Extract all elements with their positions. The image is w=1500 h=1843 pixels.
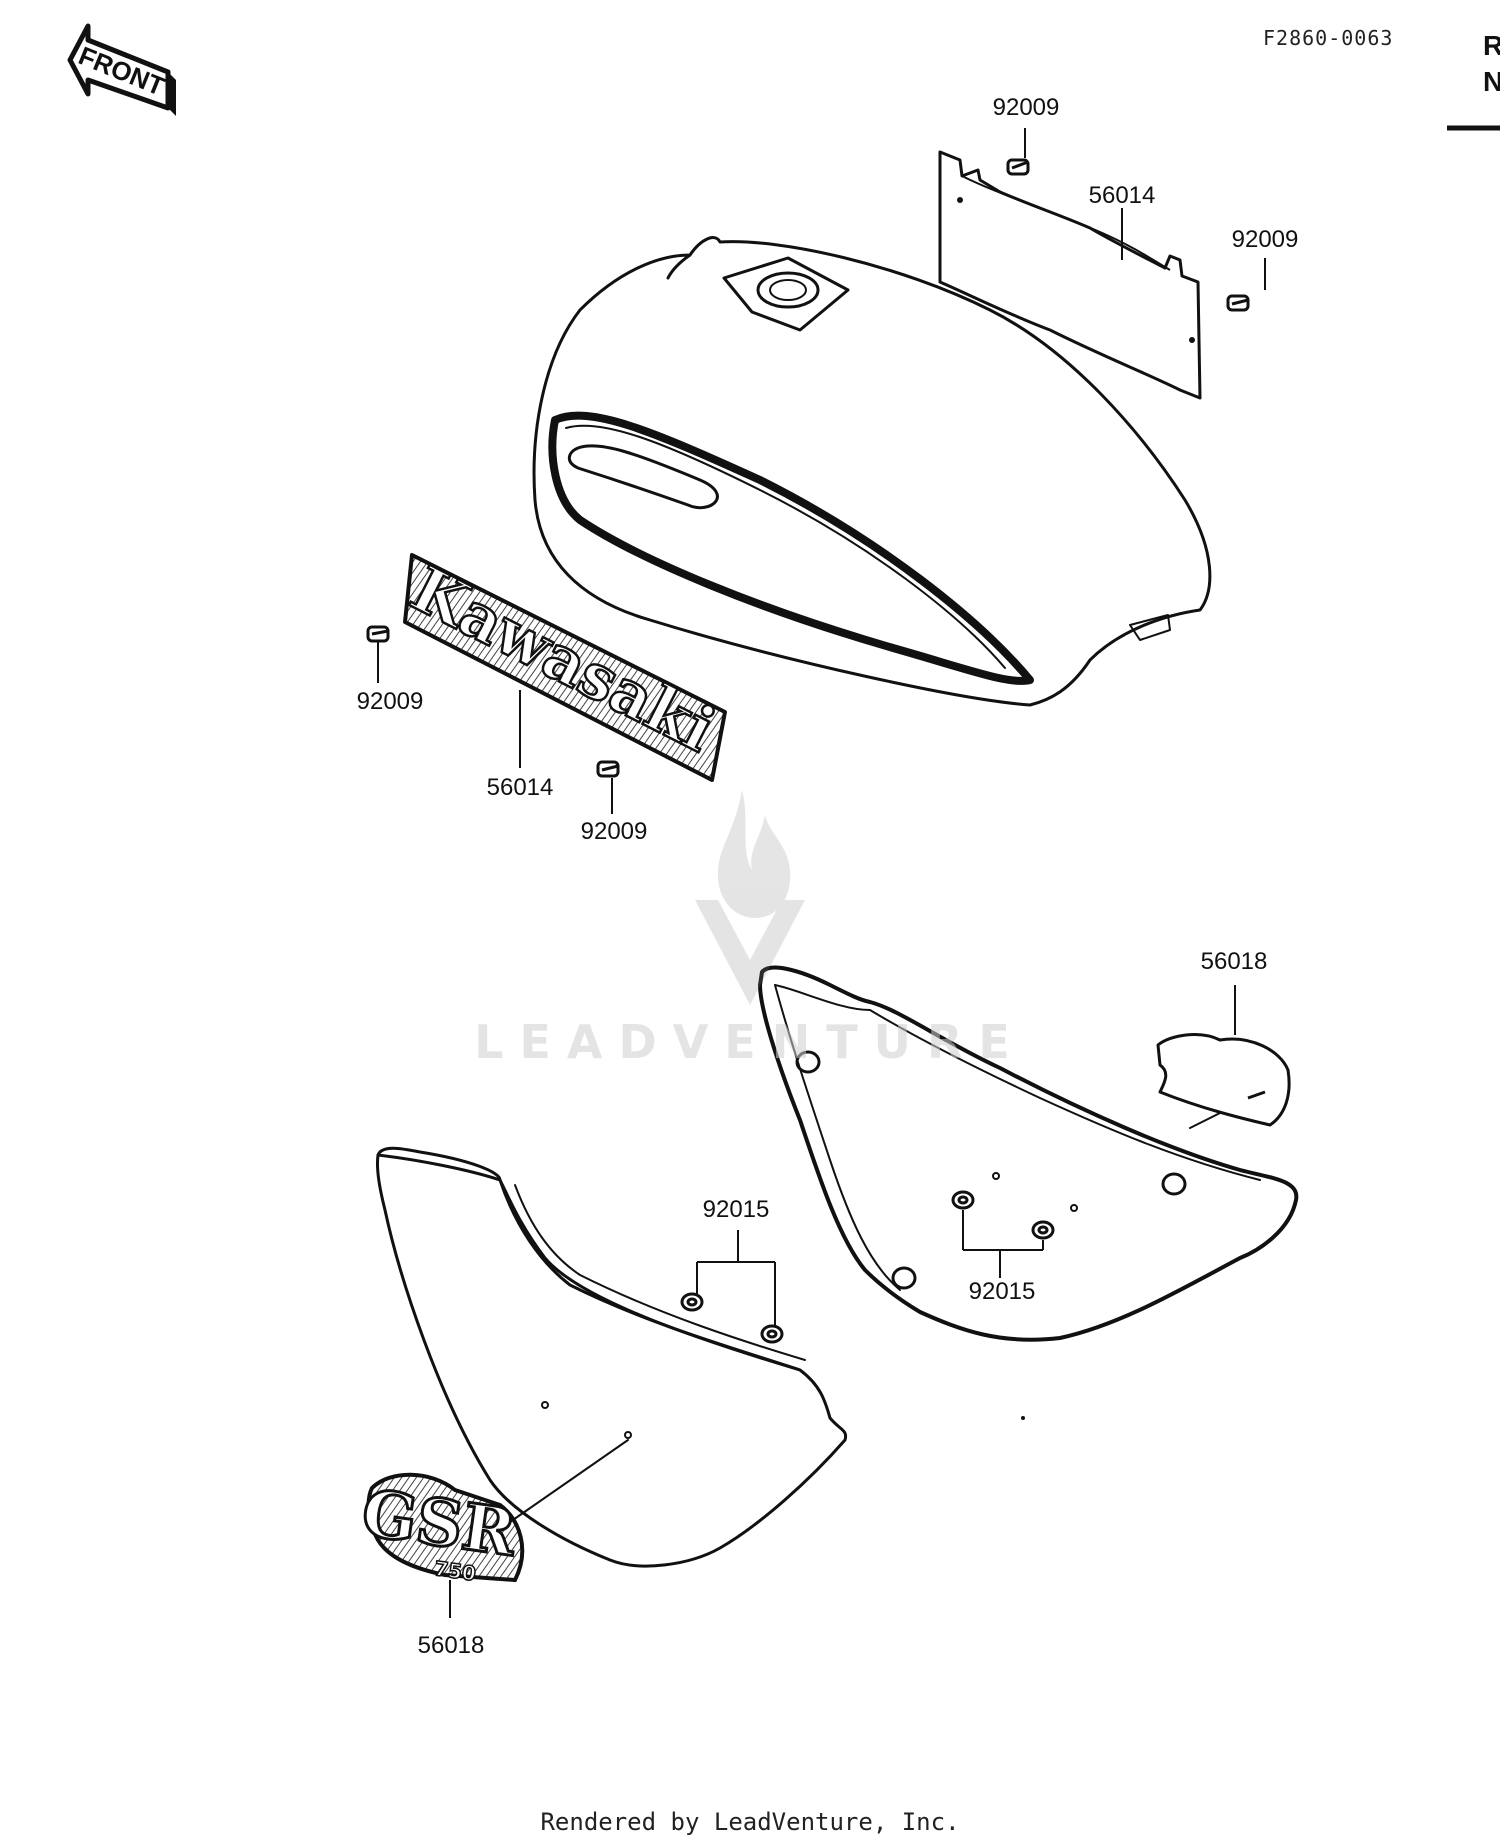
front-arrow-icon: FRONT — [67, 23, 176, 116]
screw-icon — [1226, 294, 1250, 312]
leader-lines-top — [377, 128, 1266, 814]
part-label-56018[interactable]: 56018 — [1200, 948, 1268, 975]
figure-code: F2860-0063 — [1263, 26, 1394, 50]
part-label-92009[interactable]: 92009 — [992, 94, 1060, 121]
part-label-56018[interactable]: 56018 — [417, 1632, 485, 1659]
part-label-92009[interactable]: 92009 — [356, 688, 424, 715]
part-label-56014[interactable]: 56014 — [1088, 182, 1156, 209]
leader-lines-right-nuts — [962, 1210, 1044, 1278]
nut-icon — [951, 1190, 975, 1210]
nut-icon — [680, 1292, 704, 1312]
nut-icon — [760, 1324, 784, 1344]
badge-text-kawasaki: Kawasaki — [400, 552, 726, 766]
watermark-logo-icon — [695, 790, 805, 1005]
screw-icon — [366, 625, 390, 643]
nut-icon — [1031, 1220, 1055, 1240]
footer-credit: Rendered by LeadVenture, Inc. — [540, 1808, 960, 1836]
screw-icon — [1006, 158, 1030, 176]
edge-text-r: R — [1483, 30, 1500, 61]
side-emblem-right — [1156, 985, 1291, 1127]
part-label-92015[interactable]: 92015 — [968, 1278, 1036, 1305]
screw-icon — [596, 760, 620, 778]
edge-text-n: N — [1483, 66, 1500, 97]
part-label-92009[interactable]: 92009 — [580, 818, 648, 845]
part-label-92015[interactable]: 92015 — [702, 1196, 770, 1223]
side-cover-left — [376, 1146, 848, 1568]
fuel-tank — [532, 236, 1212, 707]
part-label-56014[interactable]: 56014 — [486, 774, 554, 801]
tank-badge-right — [938, 150, 1202, 400]
tank-badge-left: Kawasaki — [398, 551, 727, 782]
watermark-text: LEADVENTURE — [474, 1015, 1026, 1069]
side-cover-right — [758, 965, 1299, 1420]
part-label-92009[interactable]: 92009 — [1231, 226, 1299, 253]
leader-lines-left-nuts — [696, 1230, 776, 1325]
emblem-text-750: 750 — [433, 1556, 478, 1586]
